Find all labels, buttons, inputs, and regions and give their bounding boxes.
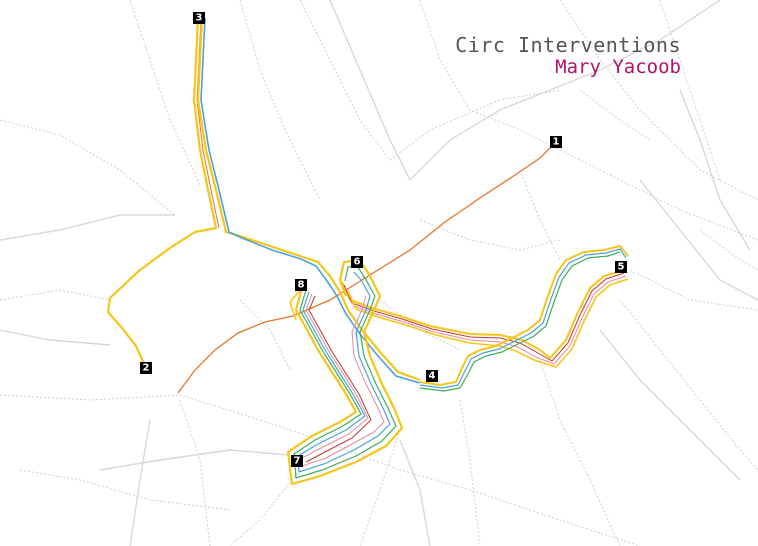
stop-marker-label: 2: [143, 363, 150, 374]
stop-marker-label: 5: [618, 262, 625, 273]
stop-marker-5[interactable]: 5: [615, 261, 627, 273]
stop-marker-8[interactable]: 8: [295, 279, 307, 291]
stop-marker-label: 8: [298, 280, 305, 291]
stop-marker-1[interactable]: 1: [550, 136, 562, 148]
route-loop-8-7-6[interactable]: [286, 258, 404, 486]
stop-marker-label: 7: [294, 456, 301, 467]
stop-marker-label: 6: [354, 257, 361, 268]
stop-marker-7[interactable]: 7: [291, 455, 303, 467]
stop-marker-2[interactable]: 2: [140, 362, 152, 374]
stop-marker-4[interactable]: 4: [426, 370, 438, 382]
stop-marker-6[interactable]: 6: [351, 256, 363, 268]
route-6-to-5-bundle[interactable]: [341, 244, 629, 392]
map-author: Mary Yacoob: [555, 56, 681, 78]
stop-marker-label: 1: [553, 137, 560, 148]
route-2-to-1[interactable]: [177, 141, 557, 394]
stop-marker-label: 4: [429, 371, 436, 382]
route-3-bundle[interactable]: [106, 17, 421, 384]
map-title: Circ Interventions: [455, 33, 681, 57]
stop-marker-3[interactable]: 3: [193, 12, 205, 24]
stop-marker-label: 3: [196, 13, 203, 24]
